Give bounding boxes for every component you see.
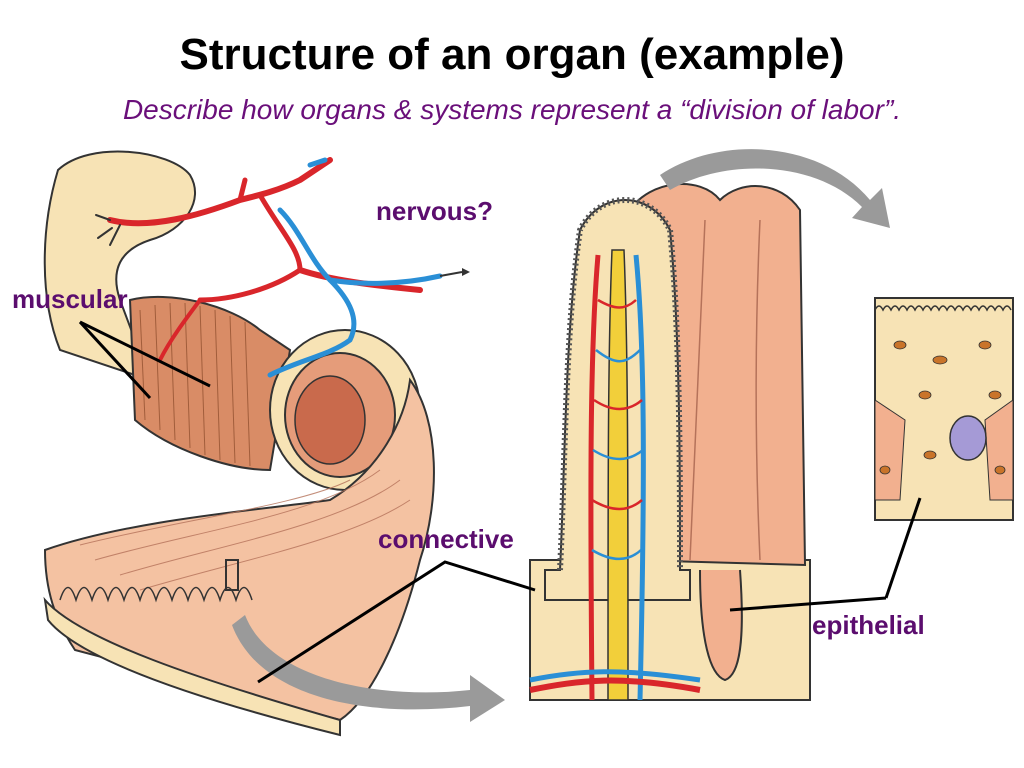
intestine-illustration bbox=[43, 150, 470, 737]
zoom-marker bbox=[225, 559, 239, 591]
label-muscular: muscular bbox=[12, 284, 128, 314]
pointer-lines bbox=[78, 320, 922, 684]
villus-illustration bbox=[529, 183, 811, 701]
slide-subtitle: Describe how organs & systems represent … bbox=[122, 94, 902, 125]
label-connective: connective bbox=[378, 524, 514, 554]
label-nervous: nervous? bbox=[376, 196, 494, 226]
slide-title: Structure of an organ (example) bbox=[179, 30, 845, 79]
epithelial-cell-illustration bbox=[874, 297, 1014, 521]
label-epithelial: epithelial bbox=[812, 610, 925, 640]
zoom-arrows bbox=[232, 149, 890, 722]
